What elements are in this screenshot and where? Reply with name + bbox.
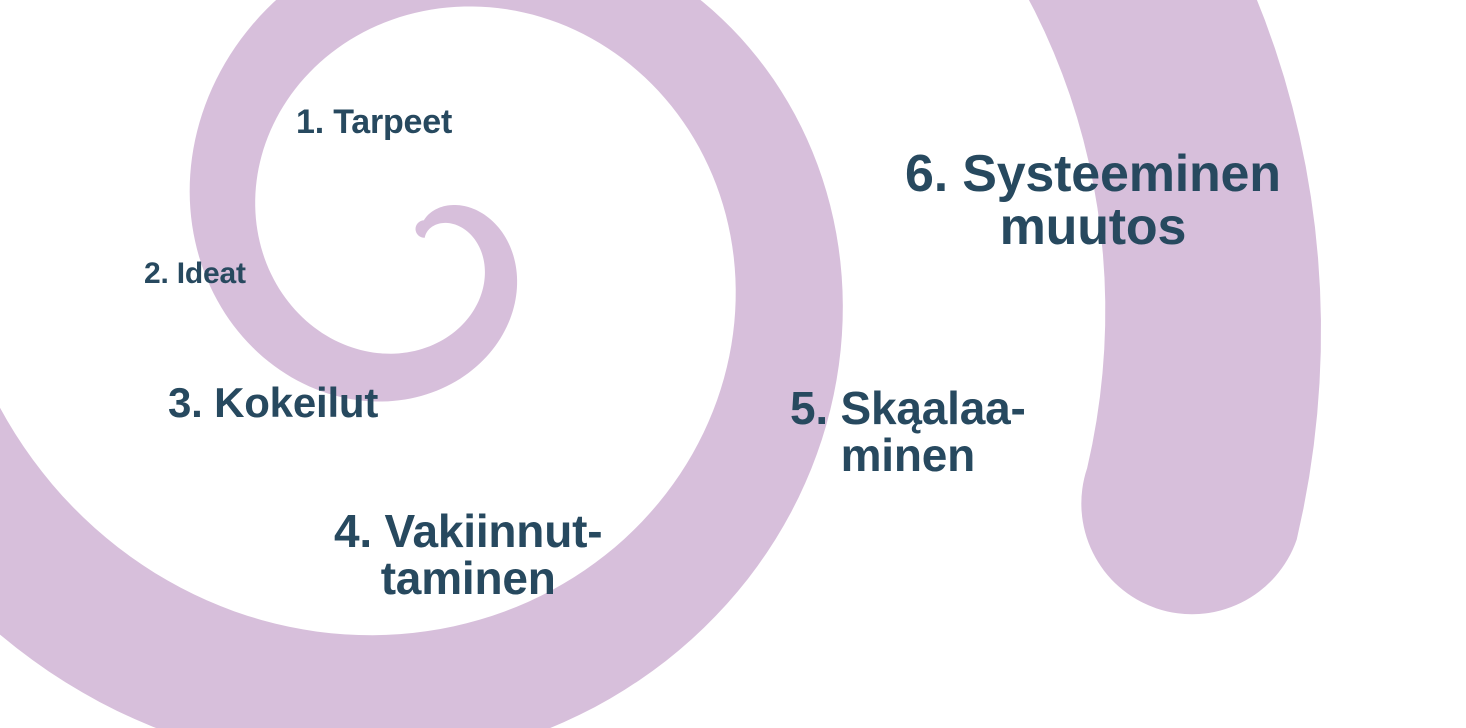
stage-label-5-line2: minen [840,428,976,481]
stage-label-5: 5. Skąalaa-minen [790,385,1026,479]
stage-label-4-line1: 4. Vakiinnut- [334,505,603,557]
stage-label-6-line1: 6. Systeeminen [905,145,1281,203]
stage-label-4-line2: taminen [380,551,556,604]
spiral-ribbon-shape [0,0,1321,728]
stage-label-6-line2: muutos [999,198,1187,257]
stage-label-1: 1. Tarpeet [296,103,453,141]
stage-label-2: 2. Ideat [144,257,246,290]
stage-label-5-line1: 5. Skąalaa- [790,382,1026,434]
stage-label-4: 4. Vakiinnut-taminen [334,505,603,604]
stage-label-3: 3. Kokeilut [168,379,379,426]
